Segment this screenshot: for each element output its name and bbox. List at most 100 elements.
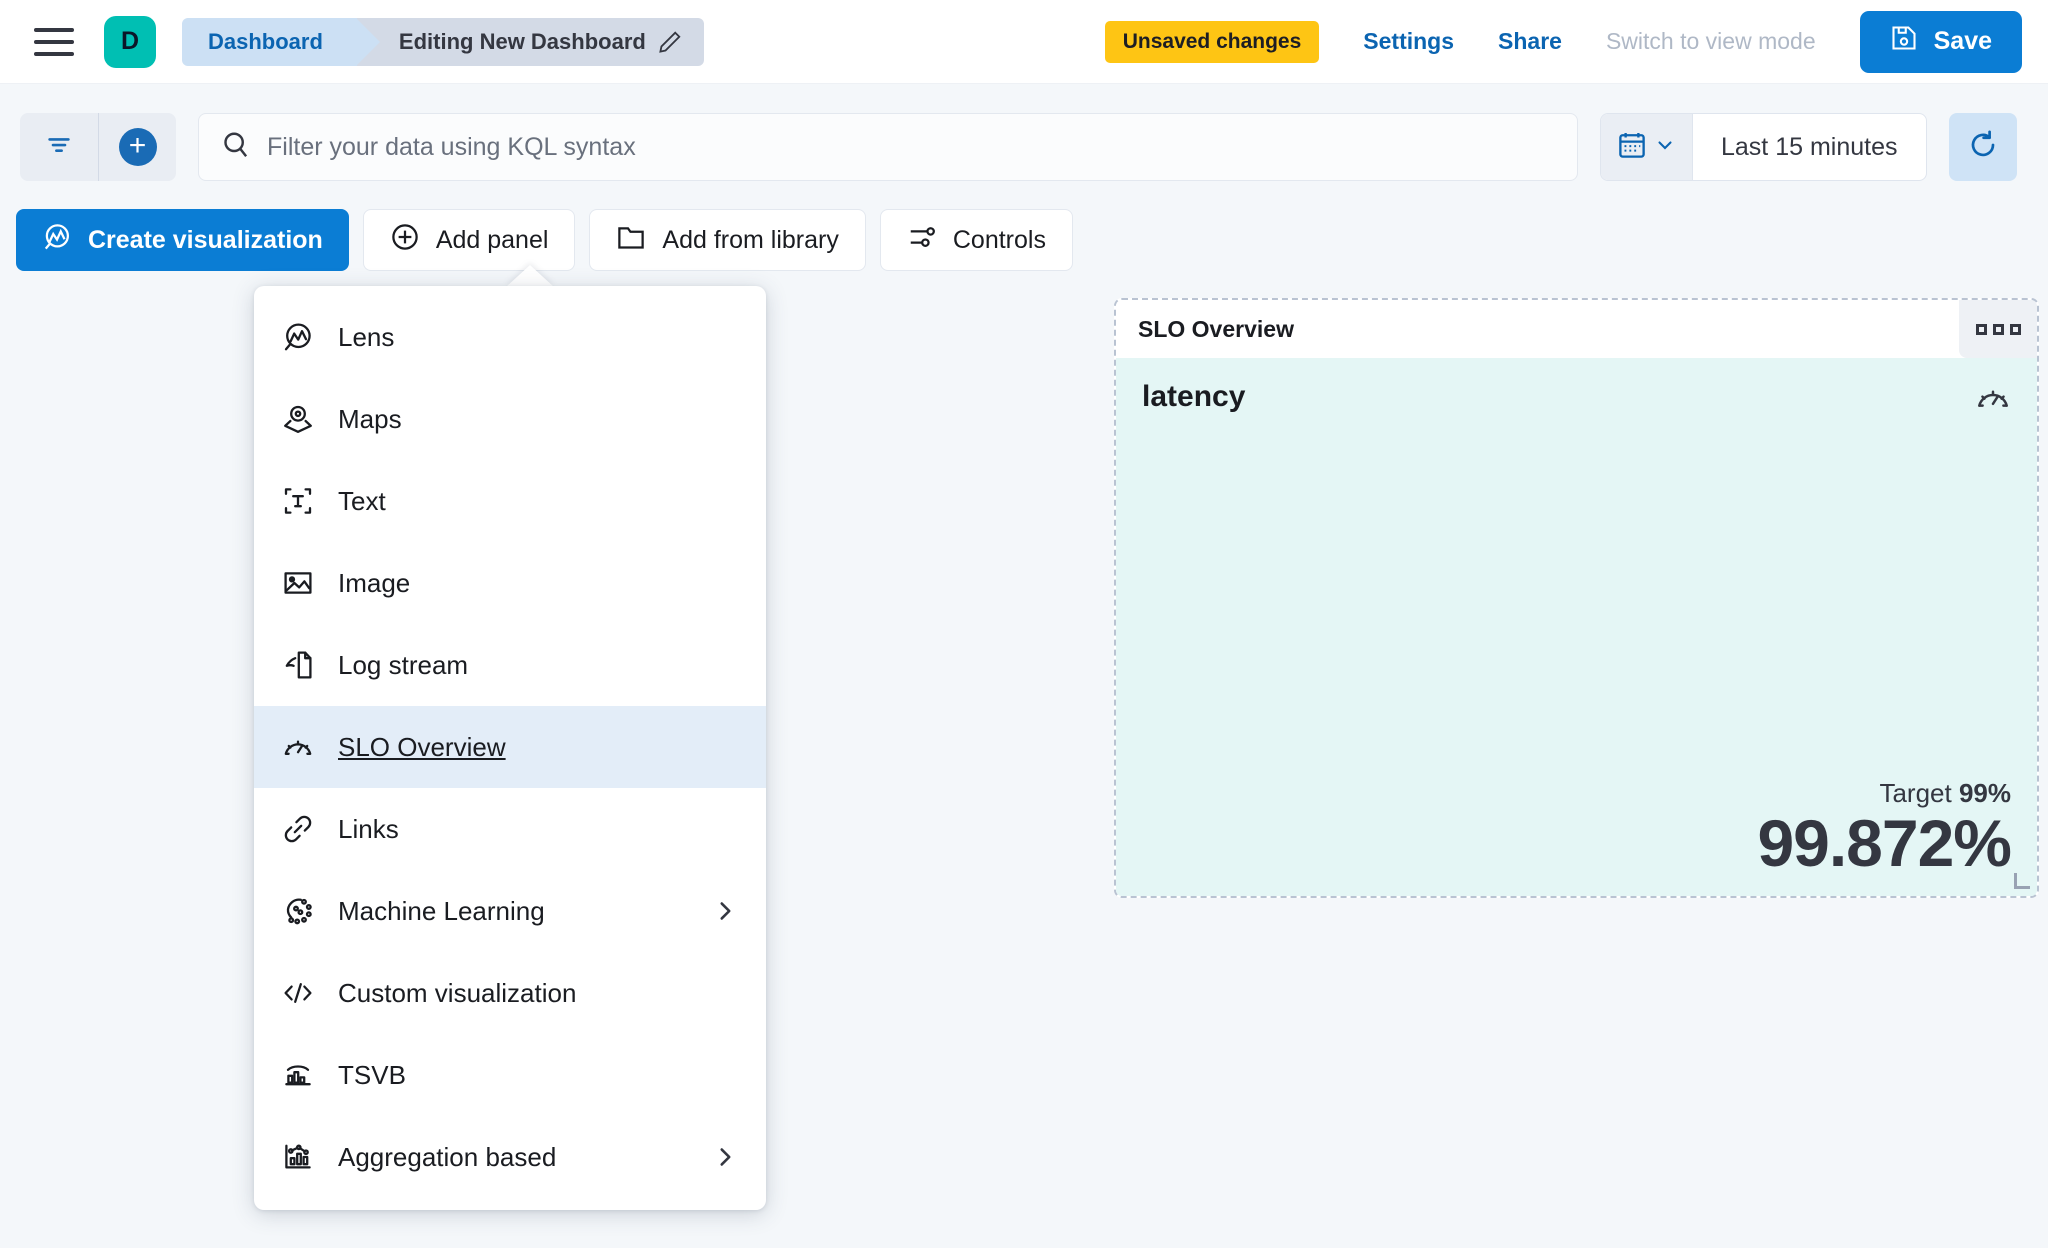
menu-dot — [1975, 323, 1987, 335]
menu-item-label: SLO Overview — [338, 731, 506, 762]
chevron-right-icon — [712, 1144, 738, 1170]
breadcrumb-label: Editing New Dashboard — [398, 28, 646, 54]
top-header: D Dashboard Editing New Dashboard Unsave… — [0, 0, 2048, 84]
tsvb-chart-icon — [282, 1059, 314, 1091]
menu-item-maps[interactable]: Maps — [254, 378, 766, 460]
breadcrumb-item-editing[interactable]: Editing New Dashboard — [356, 17, 704, 66]
slo-target-label: Target — [1879, 777, 1952, 808]
image-icon — [282, 567, 314, 599]
menu-item-label: Log stream — [338, 649, 469, 680]
search-input[interactable]: Filter your data using KQL syntax — [198, 113, 1578, 181]
header-actions: Unsaved changes Settings Share Switch to… — [1104, 10, 2048, 73]
create-visualization-label: Create visualization — [88, 225, 323, 254]
resize-handle-icon[interactable] — [2014, 873, 2030, 889]
hamburger-bar — [34, 39, 74, 44]
add-panel-label: Add panel — [435, 225, 549, 254]
add-panel-button[interactable]: Add panel — [362, 209, 576, 271]
panel-title: SLO Overview — [1138, 315, 1294, 342]
plus-icon: + — [118, 128, 157, 166]
menu-item-log-stream[interactable]: Log stream — [254, 624, 766, 706]
slo-current-value: 99.872% — [1757, 805, 2012, 880]
refresh-button[interactable] — [1948, 113, 2017, 181]
create-visualization-button[interactable]: Create visualization — [16, 209, 349, 271]
menu-item-machine-learning[interactable]: Machine Learning — [254, 870, 766, 952]
slo-stats: Target 99% 99.872% — [1757, 778, 2012, 880]
menu-item-label: Links — [338, 813, 399, 844]
share-link[interactable]: Share — [1498, 28, 1562, 54]
menu-item-aggregation-based[interactable]: Aggregation based — [254, 1116, 766, 1198]
log-stream-icon — [282, 649, 314, 681]
breadcrumb: Dashboard Editing New Dashboard — [182, 17, 704, 66]
add-from-library-label: Add from library — [662, 225, 839, 254]
add-from-library-button[interactable]: Add from library — [589, 209, 866, 271]
slo-target: Target 99% — [1757, 778, 2011, 809]
menu-item-slo-overview[interactable]: SLO Overview — [254, 706, 766, 788]
controls-sliders-icon — [907, 222, 937, 259]
menu-item-label: Maps — [338, 403, 402, 434]
hamburger-bar — [34, 51, 74, 56]
controls-label: Controls — [952, 225, 1046, 254]
filter-icon — [44, 130, 74, 165]
plus-circle-icon — [390, 222, 420, 259]
menu-item-label: Machine Learning — [338, 895, 545, 926]
space-avatar[interactable]: D — [104, 15, 156, 68]
menu-item-label: Lens — [338, 321, 395, 352]
calendar-icon — [1617, 130, 1647, 165]
date-picker: Last 15 minutes — [1600, 113, 1927, 181]
refresh-icon — [1967, 129, 1999, 166]
search-placeholder: Filter your data using KQL syntax — [267, 132, 636, 161]
filter-options-button[interactable] — [20, 113, 98, 181]
menu-item-label: Custom visualization — [338, 977, 577, 1008]
menu-item-label: TSVB — [338, 1059, 406, 1090]
panel-header: SLO Overview — [1116, 300, 2037, 358]
chevron-right-icon — [712, 898, 738, 924]
lens-icon — [282, 321, 314, 353]
lens-icon — [42, 222, 72, 259]
menu-item-label: Image — [338, 567, 411, 598]
save-disk-icon — [1890, 24, 1918, 59]
popover-arrow — [506, 265, 554, 287]
panel-context-menu-icon[interactable] — [1959, 300, 2037, 358]
menu-dot — [1992, 323, 2004, 335]
menu-item-links[interactable]: Links — [254, 788, 766, 870]
switch-to-view-mode-link[interactable]: Switch to view mode — [1605, 28, 1816, 54]
menu-dot — [2009, 323, 2021, 335]
folder-icon — [616, 222, 646, 259]
breadcrumb-item-dashboard[interactable]: Dashboard — [182, 17, 380, 66]
machine-learning-icon — [282, 895, 314, 927]
save-button-label: Save — [1933, 27, 1992, 55]
search-icon — [221, 130, 251, 165]
controls-button[interactable]: Controls — [879, 209, 1073, 271]
menu-item-text[interactable]: Text — [254, 460, 766, 542]
hamburger-menu-icon[interactable] — [34, 22, 78, 62]
link-icon — [282, 813, 314, 845]
pencil-icon[interactable] — [658, 30, 682, 54]
code-icon — [282, 977, 314, 1009]
chevron-down-icon — [1654, 134, 1676, 161]
gauge-icon — [282, 731, 314, 763]
text-box-icon — [282, 485, 314, 517]
date-quick-select-button[interactable] — [1601, 114, 1693, 180]
menu-item-image[interactable]: Image — [254, 542, 766, 624]
date-range-display[interactable]: Last 15 minutes — [1721, 132, 1898, 161]
dashboard-panel-slo-overview[interactable]: SLO Overview latency Target 99% 99.872% — [1114, 298, 2039, 898]
add-filter-button[interactable]: + — [98, 113, 176, 181]
aggregation-icon — [282, 1141, 314, 1173]
query-bar: + Filter your data using KQL syntax — [0, 100, 2048, 194]
map-marker-icon — [282, 403, 314, 435]
menu-item-label: Text — [338, 485, 386, 516]
settings-link[interactable]: Settings — [1363, 28, 1455, 54]
menu-item-label: Aggregation based — [338, 1141, 557, 1172]
slo-target-value: 99% — [1958, 777, 2011, 808]
slo-name: latency — [1142, 380, 1246, 413]
save-button[interactable]: Save — [1859, 10, 2022, 73]
menu-item-lens[interactable]: Lens — [254, 296, 766, 378]
dashboard-toolbar: Create visualization Add panel Add from … — [0, 200, 2048, 280]
menu-item-custom-visualization[interactable]: Custom visualization — [254, 952, 766, 1034]
unsaved-changes-badge[interactable]: Unsaved changes — [1104, 20, 1320, 63]
hamburger-bar — [34, 27, 74, 32]
menu-item-tsvb[interactable]: TSVB — [254, 1034, 766, 1116]
filter-controls: + — [20, 113, 176, 181]
gauge-icon — [1975, 380, 2011, 421]
